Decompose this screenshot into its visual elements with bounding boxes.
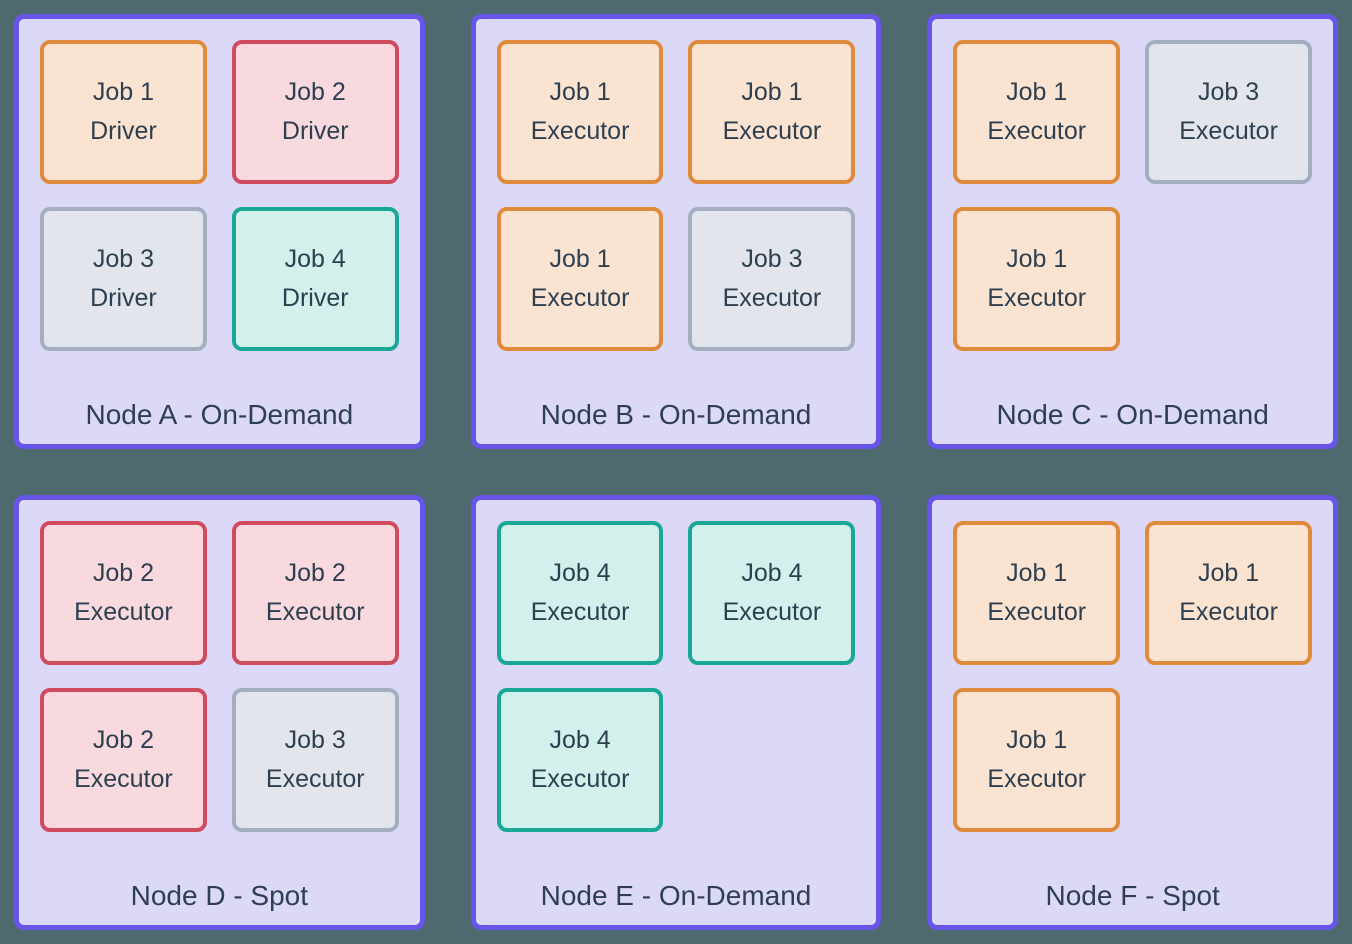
job-role: Executor [722, 598, 822, 626]
job-title: Job 4 [284, 245, 346, 273]
job-box: Job 1 Executor [953, 207, 1121, 351]
job-title: Job 4 [549, 559, 611, 587]
job-role: Executor [1179, 598, 1278, 626]
job-title: Job 1 [549, 78, 611, 106]
job-box: Job 2 Executor [40, 521, 207, 665]
job-role: Executor [265, 598, 365, 626]
job-box: Job 4 Driver [231, 207, 399, 351]
job-box: Job 4 Executor [496, 688, 664, 832]
job-box: Job 3 Executor [688, 207, 856, 351]
job-box: Job 1 Executor [953, 40, 1121, 184]
job-title: Job 2 [92, 559, 154, 587]
job-role: Executor [74, 598, 173, 626]
job-role: Driver [281, 284, 349, 312]
job-box: Job 1 Executor [688, 40, 856, 184]
job-title: Job 3 [741, 245, 803, 273]
job-box: Job 1 Executor [1145, 521, 1312, 665]
job-role: Driver [281, 117, 349, 145]
job-role: Driver [90, 117, 157, 145]
job-box: Job 3 Executor [231, 688, 399, 832]
job-box: Job 2 Driver [231, 40, 399, 184]
job-title: Job 1 [1006, 559, 1068, 587]
job-title: Job 2 [284, 559, 346, 587]
job-box: Job 1 Executor [496, 40, 664, 184]
job-role: Driver [90, 284, 157, 312]
job-role: Executor [265, 765, 365, 793]
job-title: Job 1 [1006, 245, 1068, 273]
job-box: Job 1 Executor [496, 207, 664, 351]
job-box: Job 3 Executor [1145, 40, 1312, 184]
job-role: Executor [987, 765, 1087, 793]
job-box: Job 2 Executor [40, 688, 207, 832]
job-title: Job 3 [1197, 78, 1260, 106]
job-role: Executor [987, 598, 1087, 626]
job-role: Executor [722, 284, 822, 312]
job-title: Job 4 [741, 559, 803, 587]
job-title: Job 1 [741, 78, 803, 106]
job-title: Job 1 [1006, 726, 1068, 754]
job-role: Executor [530, 765, 630, 793]
job-role: Executor [987, 117, 1087, 145]
job-title: Job 2 [284, 78, 346, 106]
node-label: Node A - On-Demand [85, 399, 354, 430]
node-label: Node E - On-Demand [540, 880, 812, 911]
job-title: Job 3 [92, 245, 154, 273]
job-role: Executor [530, 598, 630, 626]
job-box: Job 4 Executor [688, 521, 856, 665]
job-box: Job 2 Executor [231, 521, 399, 665]
node-label: Node D - Spot [130, 880, 309, 911]
job-title: Job 1 [1006, 78, 1068, 106]
job-box: Job 1 Executor [953, 521, 1121, 665]
job-role: Executor [530, 284, 630, 312]
job-role: Executor [1179, 117, 1278, 145]
node-label: Node C - On-Demand [996, 399, 1269, 430]
job-title: Job 1 [1197, 559, 1260, 587]
job-title: Job 2 [92, 726, 154, 754]
job-box: Job 1 Driver [40, 40, 207, 184]
job-box: Job 1 Executor [953, 688, 1121, 832]
job-box: Job 3 Driver [40, 207, 207, 351]
job-title: Job 1 [549, 245, 611, 273]
job-box: Job 4 Executor [496, 521, 664, 665]
job-role: Executor [530, 117, 630, 145]
job-role: Executor [987, 284, 1087, 312]
job-title: Job 4 [549, 726, 611, 754]
node-label: Node F - Spot [1045, 880, 1220, 911]
job-role: Executor [722, 117, 822, 145]
job-title: Job 3 [284, 726, 346, 754]
job-title: Job 1 [92, 78, 154, 106]
node-label: Node B - On-Demand [540, 399, 812, 430]
job-role: Executor [74, 765, 173, 793]
